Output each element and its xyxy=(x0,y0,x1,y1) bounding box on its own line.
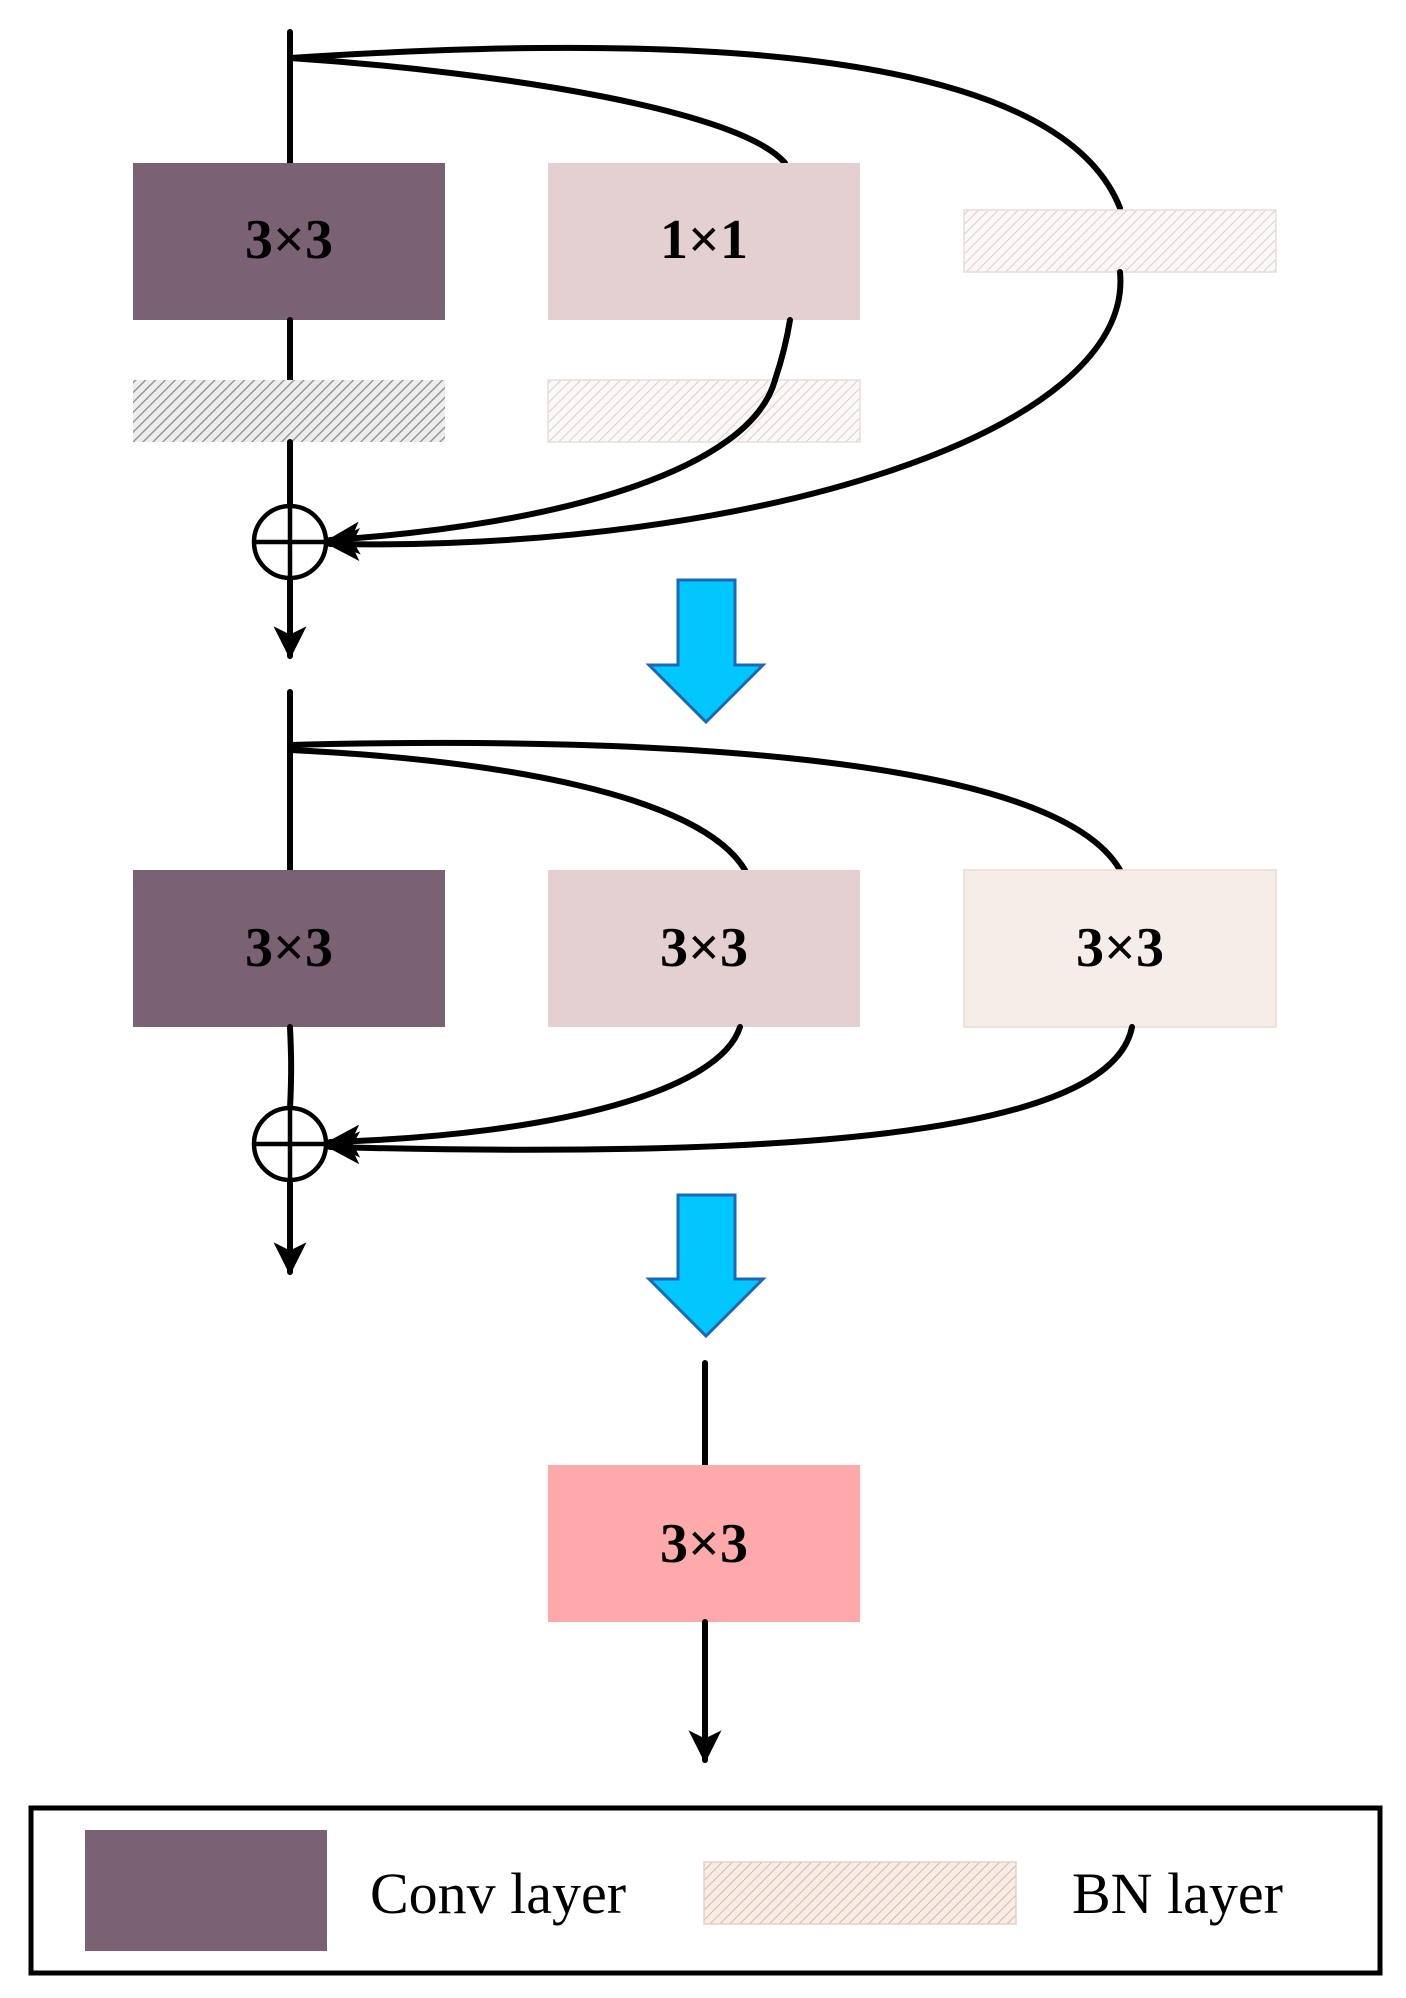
legend-conv-swatch xyxy=(85,1830,327,1951)
stage1-conv-3x3-block xyxy=(133,163,445,320)
stage1-branch-identity-return xyxy=(326,269,1124,562)
stage3-fused-block: 3×3 xyxy=(548,1360,860,1764)
legend-conv-label: Conv layer xyxy=(370,1861,626,1926)
stage2-conv-c-label: 3×3 xyxy=(1076,917,1164,979)
transform-arrow-1 xyxy=(645,578,767,725)
stage2-conv-a-label: 3×3 xyxy=(245,917,333,979)
stage2-conv-c-block xyxy=(963,869,1277,1028)
legend: Conv layer BN layer xyxy=(28,1805,1383,1976)
stage2-merged-bn-block: 3×3 3×3 3×3 xyxy=(133,689,1277,1276)
legend-bn-label: BN layer xyxy=(1072,1861,1283,1926)
stage2-branch-b-return xyxy=(326,1024,743,1158)
stage1-conv-3x3-label: 3×3 xyxy=(245,209,333,271)
stage2-branch-b-in xyxy=(287,747,748,873)
legend-bn-swatch xyxy=(703,1861,1017,1925)
stage1-conv-1x1-label: 1×1 xyxy=(660,209,748,271)
transform-arrow-2 xyxy=(645,1193,767,1339)
stage1-branch-1x1-conv-to-bn xyxy=(772,317,793,383)
stage1-branch-1x1-in xyxy=(287,55,788,166)
stage1-branch-identity-in xyxy=(287,44,1123,211)
stage2-conv-a-to-add xyxy=(287,1024,295,1111)
stage3-conv-label: 3×3 xyxy=(660,1513,748,1575)
stage2-branch-c-in xyxy=(287,739,1123,873)
stage1-branch-1x1-return xyxy=(326,377,778,555)
stage1-conv-1x1-block xyxy=(548,163,860,320)
stage1-identity-bn xyxy=(963,209,1277,273)
stage1-main-bn xyxy=(133,380,445,442)
stage2-conv-a-block xyxy=(133,870,445,1027)
stage2-branch-c-return xyxy=(326,1024,1135,1165)
stage3-conv-block xyxy=(548,1465,860,1622)
stage2-conv-b-label: 3×3 xyxy=(660,917,748,979)
stage1-training-block: 3×3 1×1 xyxy=(133,29,1277,660)
stage2-conv-b-block xyxy=(548,870,860,1027)
stage1-branch-bn xyxy=(547,379,861,443)
